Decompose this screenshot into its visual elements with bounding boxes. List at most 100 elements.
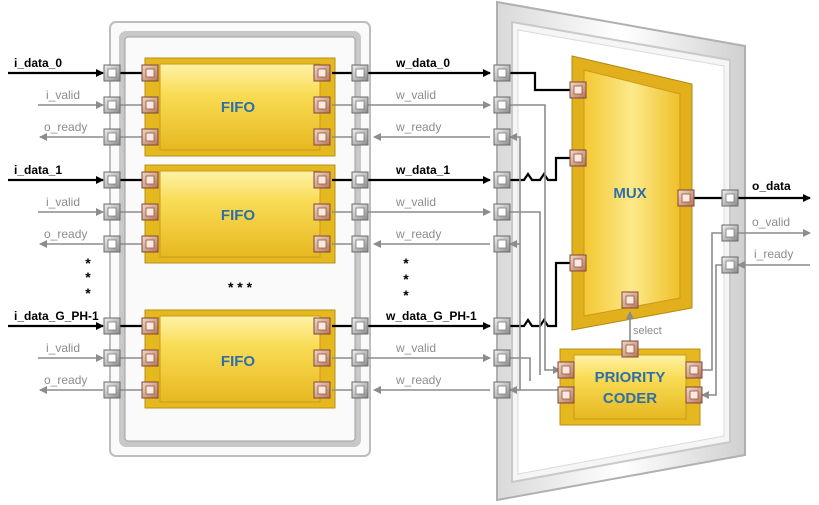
mux-in-wire-2	[510, 261, 570, 328]
fifo-label: FIFO	[221, 99, 255, 116]
frame-port	[103, 64, 121, 82]
coder-pin	[685, 386, 703, 404]
priority-coder-label-line2: CODER	[603, 390, 657, 407]
fifo-pin	[313, 64, 331, 82]
ellipsis-dot: *	[85, 285, 91, 301]
fifo-pin	[141, 235, 159, 253]
frame-port	[351, 317, 369, 335]
ports	[103, 64, 739, 404]
frame-port	[351, 349, 369, 367]
mux-pin	[569, 81, 587, 99]
frame-port	[351, 128, 369, 146]
frame-port	[351, 203, 369, 221]
fifo-pin	[141, 203, 159, 221]
ready-in-wire	[701, 264, 722, 399]
frame-port	[103, 203, 121, 221]
o-data-label: o_data	[752, 179, 791, 193]
fifo-pin	[141, 317, 159, 335]
select-label: select	[633, 325, 662, 337]
w-ready-label: w_ready	[395, 227, 441, 241]
frame-port	[103, 349, 121, 367]
valid-to-coder-wire	[510, 357, 531, 381]
mux-frame-port	[493, 349, 511, 367]
fifo-label: FIFO	[221, 207, 255, 224]
w-data-label: w_data_G_PH-1	[385, 309, 477, 323]
mux-block: MUX	[571, 55, 693, 331]
valid-to-coder-wire	[510, 104, 561, 374]
mux-frame-port	[493, 235, 511, 253]
w-data-label: w_data_1	[395, 163, 450, 177]
mux-in-wire-1	[510, 156, 570, 182]
frame-port	[351, 171, 369, 189]
mux-frame-port	[493, 96, 511, 114]
frame-port	[351, 235, 369, 253]
mux-in-wire-0	[510, 71, 570, 92]
fifo-pin	[313, 96, 331, 114]
fifo-label: FIFO	[221, 353, 255, 370]
frame-port	[351, 64, 369, 82]
output-ready-label: o_ready	[44, 373, 87, 387]
ellipsis-vertical-right: *	[403, 255, 409, 271]
fifo-pin	[141, 64, 159, 82]
mux-pin	[569, 254, 587, 272]
coder-pin	[557, 361, 575, 379]
mux-frame-port	[493, 64, 511, 82]
ellipsis-dot: *	[403, 287, 409, 303]
mux-frame-port	[493, 317, 511, 335]
frame-port	[103, 96, 121, 114]
fifo-pin	[141, 171, 159, 189]
priority-coder-label-line1: PRIORITY	[595, 369, 666, 386]
output-ready-label: o_ready	[44, 227, 87, 241]
fifo-box-0: FIFO	[144, 57, 336, 157]
output-ready-label: o_ready	[44, 120, 87, 134]
ellipsis-dot: *	[403, 271, 409, 287]
labels: i_data_0i_valido_readyw_data_0w_validw_r…	[14, 56, 793, 387]
mux-select-pin	[621, 291, 639, 309]
valid-out-wire	[702, 232, 722, 371]
w-valid-label: w_valid	[395, 88, 436, 102]
fifo-pin	[141, 349, 159, 367]
frame-port	[103, 171, 121, 189]
fifo-pin	[141, 381, 159, 399]
mux-out-pin	[677, 189, 695, 207]
mux-frame-port	[493, 128, 511, 146]
i-ready-label: i_ready	[754, 247, 793, 261]
mux-frame-port	[493, 381, 511, 399]
input-valid-label: i_valid	[46, 341, 80, 355]
wires	[8, 69, 811, 399]
fifo-pin	[313, 235, 331, 253]
w-ready-label: w_ready	[395, 373, 441, 387]
fifo-pin	[313, 171, 331, 189]
frame-port	[103, 235, 121, 253]
ellipsis-vertical-left: *	[85, 255, 91, 271]
priority-coder-block: PRIORITY CODER	[559, 348, 701, 426]
fifo-box-1: FIFO	[144, 164, 336, 264]
mux-frame-port	[493, 203, 511, 221]
frame-port	[103, 381, 121, 399]
w-valid-label: w_valid	[395, 195, 436, 209]
mux-frame-port	[721, 224, 739, 242]
ellipsis-horizontal: * * *	[228, 279, 253, 295]
fifo-pin	[313, 317, 331, 335]
w-data-label: w_data_0	[395, 56, 450, 70]
w-ready-label: w_ready	[395, 120, 441, 134]
ready-from-coder-wire	[509, 133, 560, 391]
mux-frame-port	[721, 256, 739, 274]
mux-label: MUX	[613, 185, 646, 202]
coder-pin	[685, 361, 703, 379]
input-data-label: i_data_1	[14, 163, 62, 177]
fifo-pin	[141, 96, 159, 114]
mux-pin	[569, 149, 587, 167]
ellipsis-dot: *	[85, 269, 91, 285]
fifo-pin	[313, 203, 331, 221]
frame-port	[103, 317, 121, 335]
o-valid-label: o_valid	[752, 215, 790, 229]
mux-frame-port	[721, 189, 739, 207]
coder-pin	[557, 386, 575, 404]
input-valid-label: i_valid	[46, 195, 80, 209]
input-data-label: i_data_G_PH-1	[14, 309, 99, 323]
mux-frame-port	[493, 171, 511, 189]
frame-port	[351, 96, 369, 114]
coder-select-pin	[621, 340, 639, 358]
